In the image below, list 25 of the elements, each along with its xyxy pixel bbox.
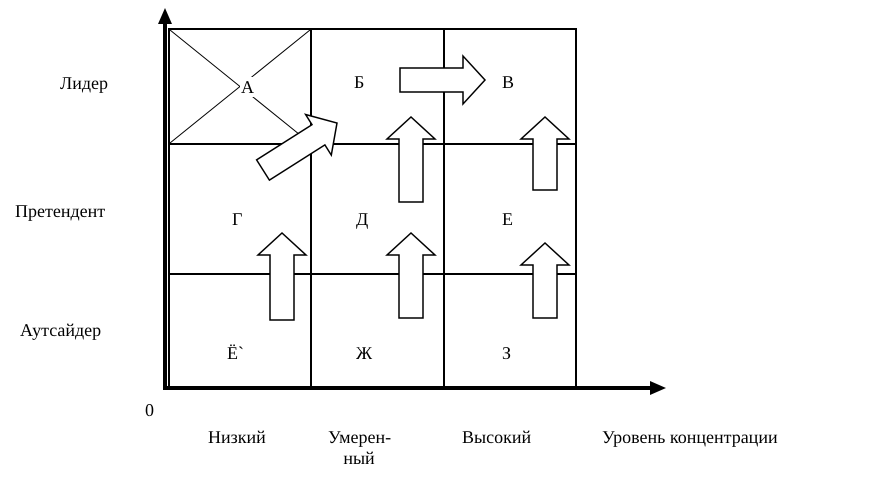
block-arrow <box>385 116 437 203</box>
cell-letter: Ё` <box>227 343 244 363</box>
column-label: Уровень концентрации <box>602 427 778 448</box>
block-arrow <box>519 242 571 319</box>
cell-letter: А <box>240 77 255 97</box>
cell-letter: З <box>502 343 512 363</box>
row-label: Лидер <box>60 73 108 94</box>
column-label: Умерен- ный <box>328 427 390 469</box>
row-label: Аутсайдер <box>20 320 102 341</box>
cell-letter: Е <box>502 209 513 229</box>
column-label: Низкий <box>208 427 266 448</box>
row-label: Претендент <box>15 201 106 222</box>
block-arrow <box>385 232 437 319</box>
cell-letter: В <box>502 72 514 92</box>
column-label: Высокий <box>462 427 532 448</box>
block-arrow <box>399 54 486 106</box>
block-arrow <box>256 113 338 182</box>
cell-letter: Д <box>356 209 368 229</box>
cell-letter: Г <box>232 209 242 229</box>
cell-letter: Б <box>354 72 364 92</box>
crossed-matrix-cell <box>168 28 312 145</box>
block-arrow <box>256 232 308 321</box>
cell-letter: Ж <box>356 343 372 363</box>
block-arrow <box>519 116 571 191</box>
origin-label: 0 <box>145 400 154 421</box>
